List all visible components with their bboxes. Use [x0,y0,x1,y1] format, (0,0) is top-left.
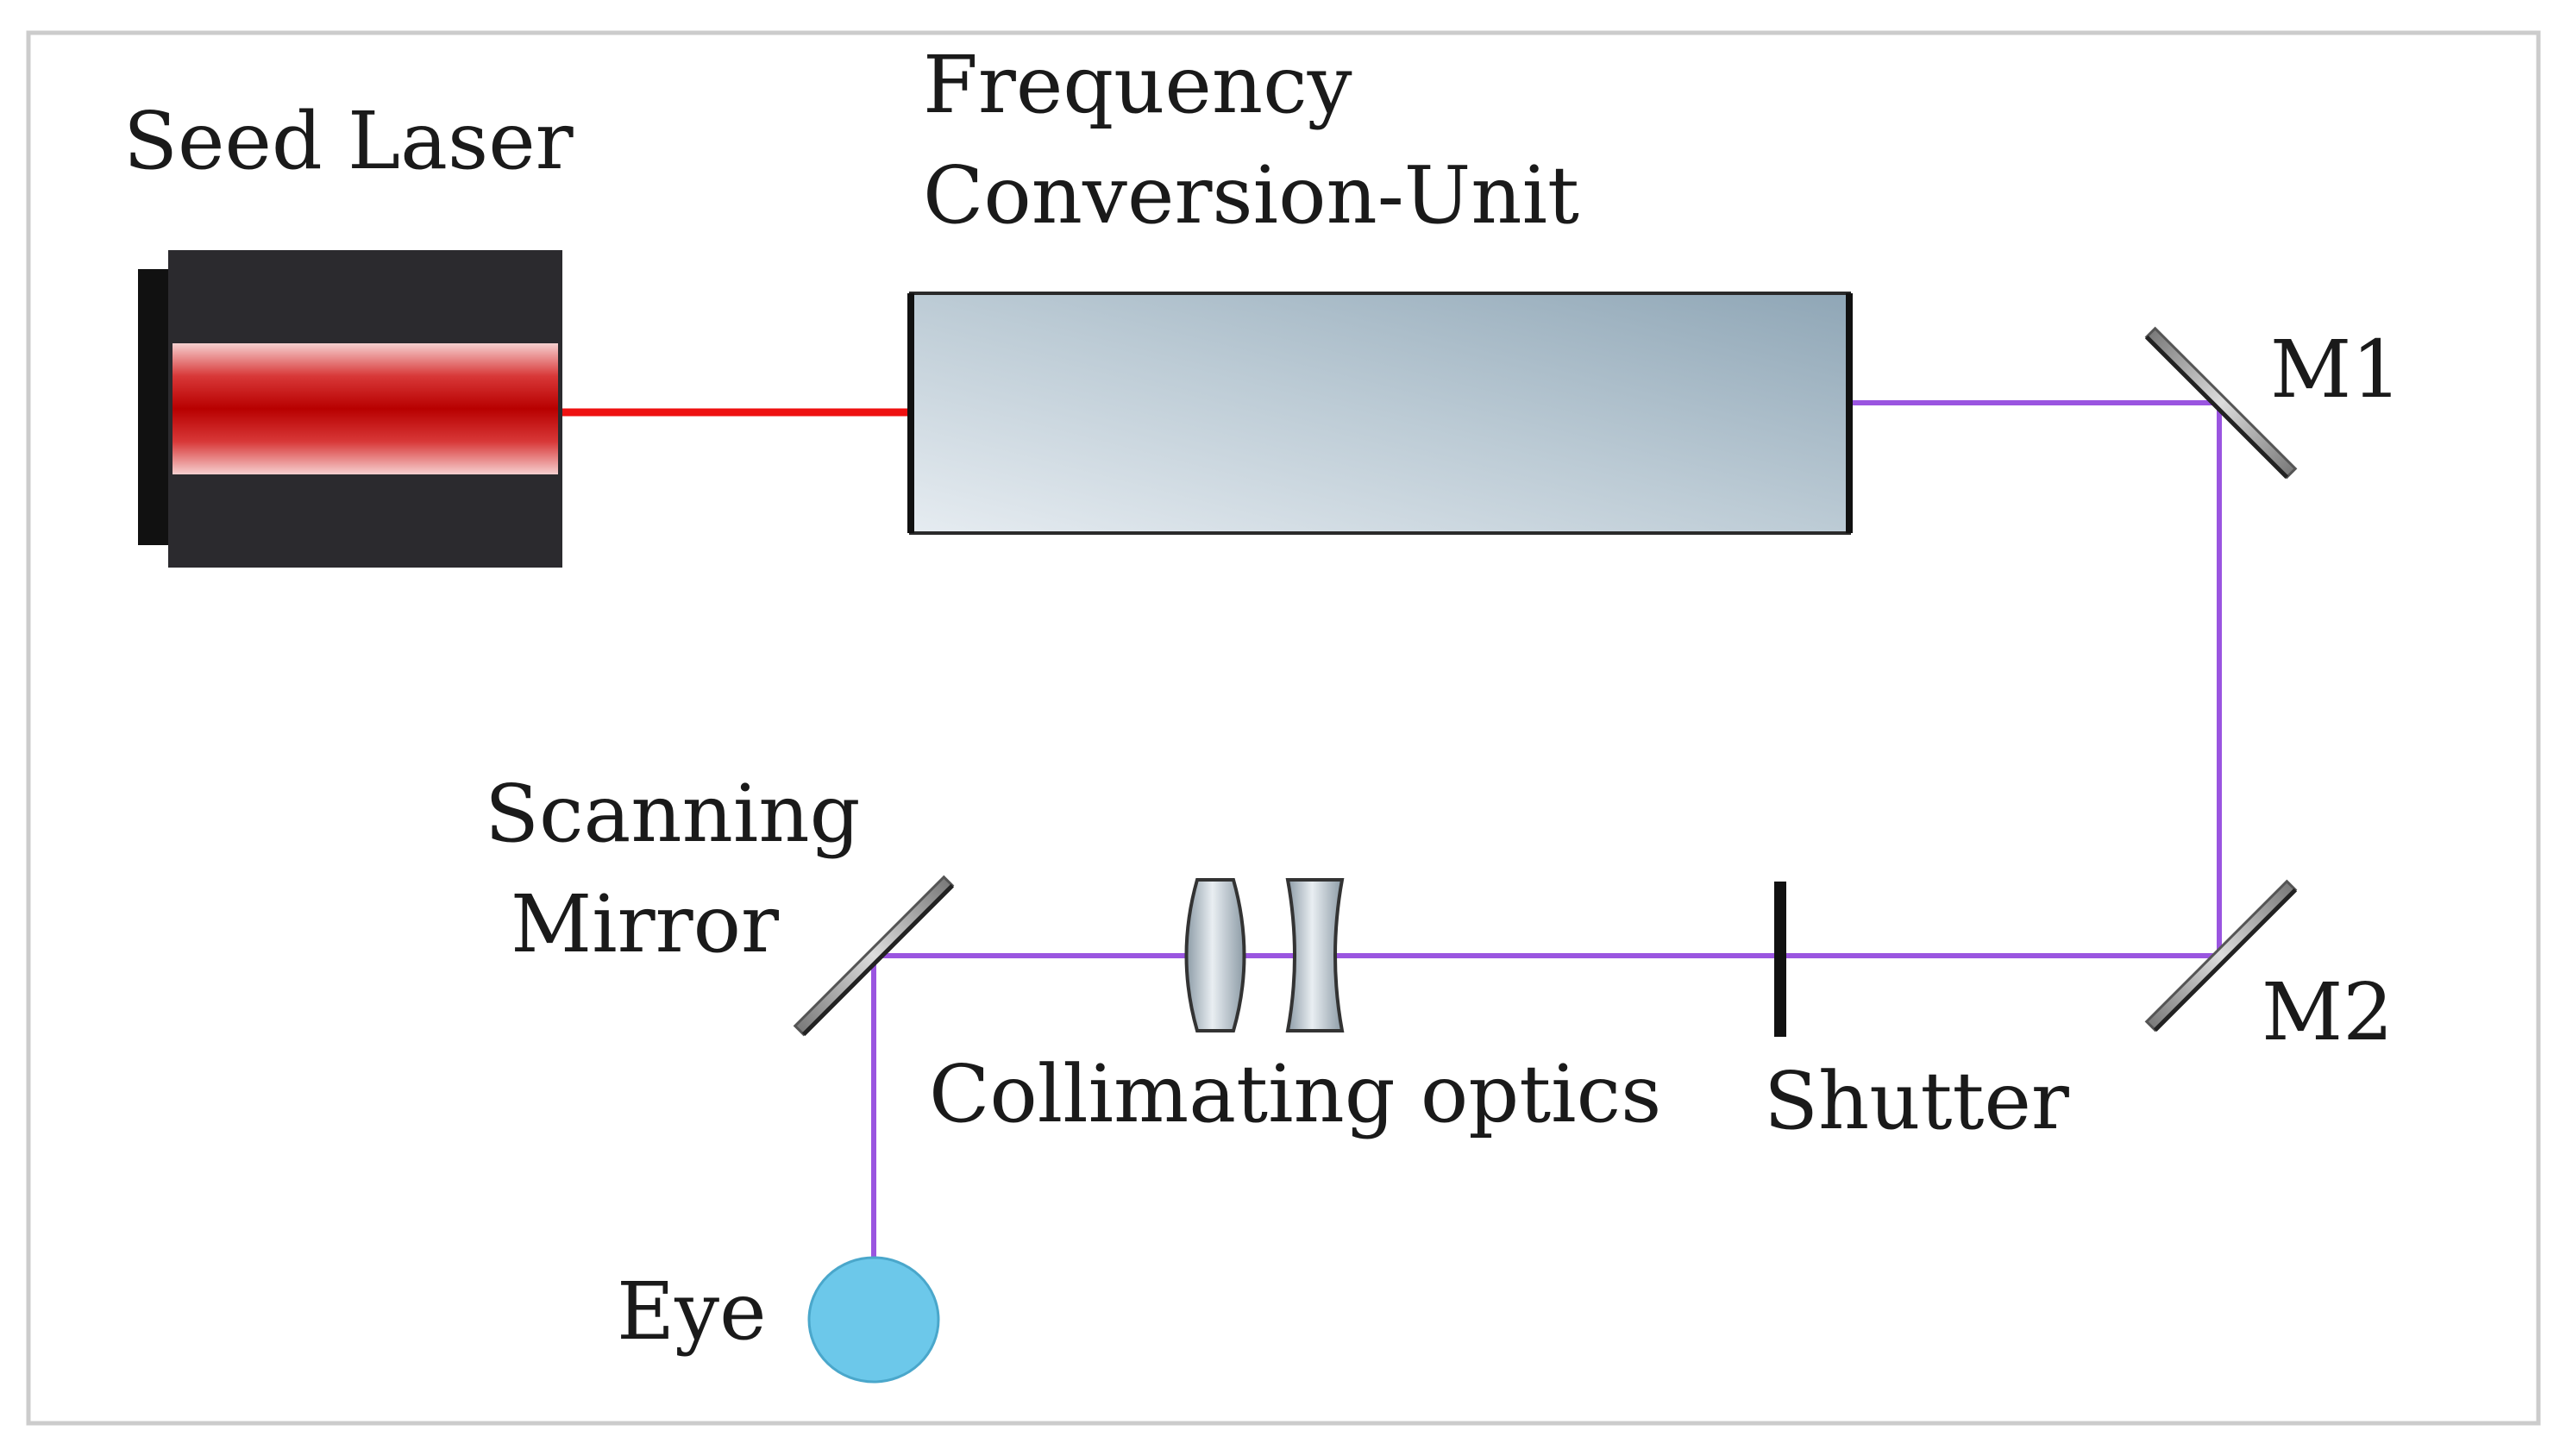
shutter [1774,882,1786,1037]
label-scanning-line2: Mirror [511,878,779,970]
label-m1: M1 [2270,323,2402,416]
label-seed-laser: Seed Laser [123,95,574,187]
label-shutter: Shutter [1764,1055,2069,1147]
scanning-mirror [793,875,955,1037]
uv-beam-main [874,400,2222,958]
label-fcu-line1: Frequency [923,39,1352,131]
convex-lens [1184,878,1246,1032]
label-collimating-optics: Collimating optics [929,1048,1661,1140]
label-scanning-line1: Scanning [485,768,860,860]
frequency-conversion-unit [907,292,1853,535]
concave-lens [1285,878,1345,1032]
label-eye: Eye [617,1265,767,1358]
mirror-m1 [2144,326,2298,480]
label-fcu-line2: Conversion-Unit [923,149,1579,242]
eye [807,1256,940,1384]
seed-laser [138,250,562,568]
label-m2: M2 [2262,966,2393,1058]
mirror-m2 [2144,879,2298,1032]
